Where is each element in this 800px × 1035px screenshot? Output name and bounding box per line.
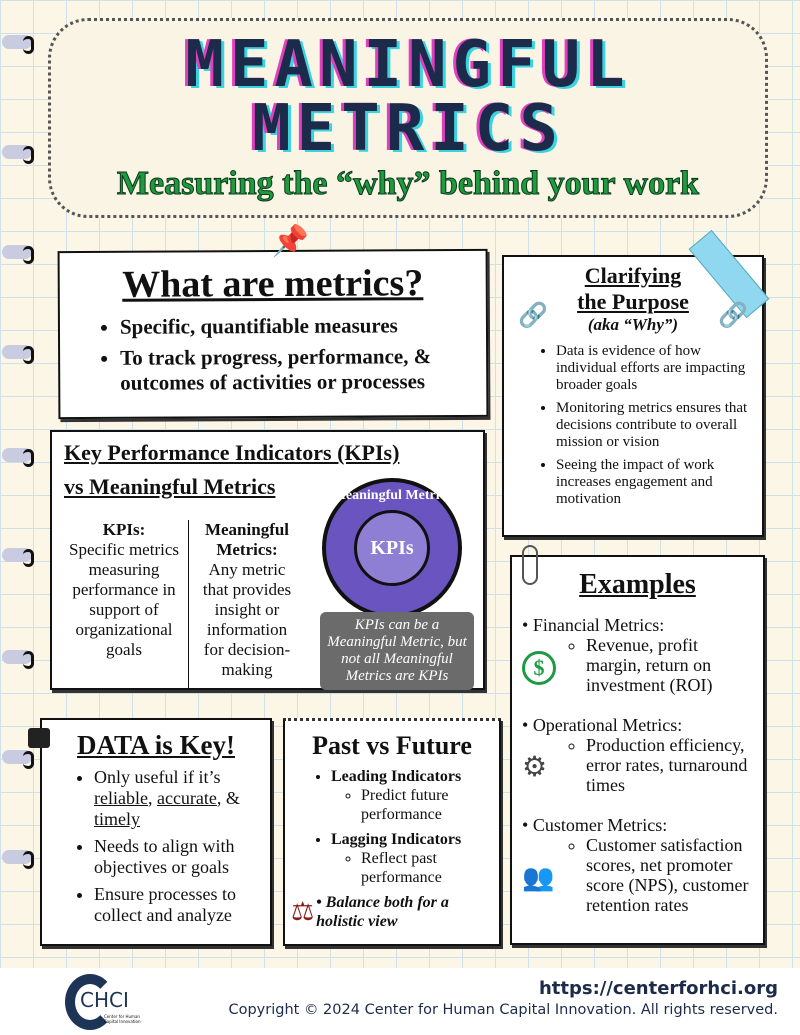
balance-text: • Balance both for a holistic view xyxy=(316,894,449,930)
kpi-note: KPIs can be a Meaningful Metric, but not… xyxy=(320,612,474,690)
examples-heading: Examples xyxy=(579,569,696,600)
binder-ring xyxy=(2,750,34,769)
binder-ring xyxy=(2,345,34,364)
title-line-1: MEANINGFUL xyxy=(185,28,631,102)
binder-ring xyxy=(2,145,34,164)
chci-logo xyxy=(65,974,115,1030)
what-bullet: Specific, quantifiable measures xyxy=(120,313,468,340)
what-are-metrics-card: 📌 What are metrics? Specific, quantifiab… xyxy=(57,225,489,420)
example-group-operational: • Operational Metrics: ⚙ Production effi… xyxy=(522,715,755,801)
binder-ring xyxy=(2,448,34,467)
link-icon: 🔗 xyxy=(518,303,548,329)
balance-scale-icon: ⚖ xyxy=(291,897,315,926)
people-icon: 👥 xyxy=(522,863,555,892)
kpi-card: Key Performance Indicators (KPIs) vs Mea… xyxy=(50,430,485,690)
binder-ring xyxy=(2,650,34,669)
gears-icon: ⚙ xyxy=(522,752,548,783)
clarify-aka: (aka “Why”) xyxy=(587,315,679,334)
example-title: • Operational Metrics: xyxy=(522,715,683,735)
data-bullet: Needs to align with objectives or goals xyxy=(94,836,262,878)
binder-clip-icon xyxy=(28,728,50,748)
outer-ring-label: Meaningful Metrics xyxy=(332,488,452,503)
lagging-indicators: Lagging Indicators xyxy=(331,830,493,849)
what-bullet: To track progress, performance, & outcom… xyxy=(120,344,468,396)
data-key-card: DATA is Key! Only useful if it’s reliabl… xyxy=(28,718,272,946)
leading-detail: Predict future performance xyxy=(361,786,493,824)
example-detail: Revenue, profit margin, return on invest… xyxy=(586,635,755,695)
copyright: Copyright © 2024 Center for Human Capita… xyxy=(228,1002,778,1018)
kpis-label: KPIs: xyxy=(102,520,146,539)
dollar-icon: $ xyxy=(522,651,556,685)
clarify-bullet: Data is evidence of how individual effor… xyxy=(556,343,752,394)
logo-text: CHCI xyxy=(80,988,129,1012)
paperclip-icon xyxy=(522,545,538,585)
what-heading: What are metrics? xyxy=(122,262,424,306)
clarifying-card: Clarifying the Purpose (aka “Why”) 🔗 🔗 D… xyxy=(502,229,770,537)
clarify-bullet: Monitoring metrics ensures that decision… xyxy=(556,400,752,451)
binder-ring xyxy=(2,245,34,264)
example-detail: Production efficiency, error rates, turn… xyxy=(586,735,755,795)
example-group-financial: • Financial Metrics: $ Revenue, profit m… xyxy=(522,615,755,701)
clarify-bullet: Seeing the impact of work increases enga… xyxy=(556,457,752,508)
example-title: • Customer Metrics: xyxy=(522,815,668,835)
mm-label: Meaningful Metrics: xyxy=(204,520,290,559)
examples-card: Examples • Financial Metrics: $ Revenue,… xyxy=(510,545,765,945)
lagging-detail: Reflect past performance xyxy=(361,849,493,887)
subtitle: Measuring the “why” behind your work xyxy=(116,165,700,203)
binder-ring xyxy=(2,850,34,869)
binder-ring xyxy=(2,35,34,54)
past-future-card: Past vs Future Leading Indicators Predic… xyxy=(283,718,501,946)
meaningful-metrics-circle: Meaningful Metrics KPIs xyxy=(322,478,462,618)
leading-indicators: Leading Indicators xyxy=(331,767,493,786)
kpi-heading-2: vs Meaningful Metrics xyxy=(64,474,276,499)
example-detail: Customer satisfaction scores, net promot… xyxy=(586,835,755,915)
footer: CHCI Center for Human Capital Innovation… xyxy=(0,968,800,1035)
mm-definition: Any metric that provides insight or info… xyxy=(202,560,292,679)
title-banner: MEANINGFUL METRICS Measuring the “why” b… xyxy=(48,18,768,218)
logo-small-text: Center for Human Capital Innovation xyxy=(104,1014,141,1024)
clarify-heading-1: Clarifying xyxy=(584,263,682,288)
pushpin-icon: 📌 xyxy=(271,224,309,259)
kpi-heading-1: Key Performance Indicators (KPIs) xyxy=(64,440,400,465)
data-bullet: Ensure processes to collect and analyze xyxy=(94,884,262,926)
binder-ring xyxy=(2,548,34,567)
kpis-definition: Specific metrics measuring performance i… xyxy=(69,540,179,659)
kpis-circle: KPIs xyxy=(354,510,430,586)
link-icon: 🔗 xyxy=(718,303,748,329)
clarify-heading-2: the Purpose xyxy=(577,289,689,314)
example-title: • Financial Metrics: xyxy=(522,615,665,635)
data-bullet: Only useful if it’s reliable, accurate, … xyxy=(94,767,262,830)
website-link[interactable]: https://centerforhci.org xyxy=(538,978,778,999)
data-heading: DATA is Key! xyxy=(77,730,235,760)
example-group-customer: • Customer Metrics: 👥 Customer satisfact… xyxy=(522,815,755,921)
title-line-2: METRICS xyxy=(252,92,564,166)
past-heading: Past vs Future xyxy=(312,731,472,760)
